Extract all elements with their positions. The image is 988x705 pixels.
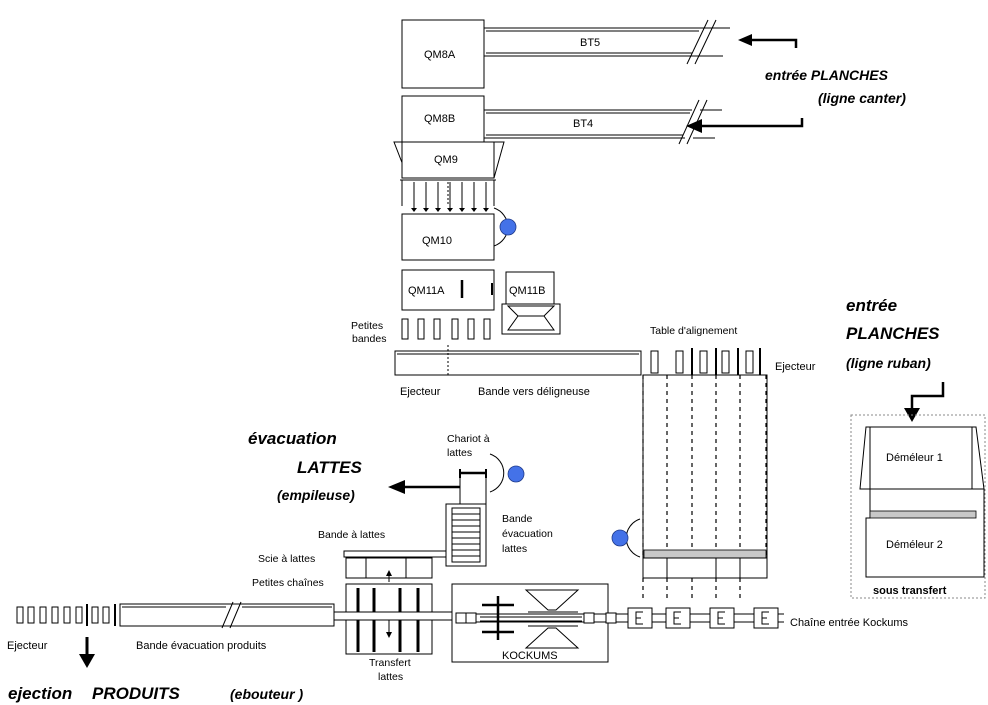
bande-a-lattes-label: Bande à lattes xyxy=(318,529,385,541)
chariot-line2: lattes xyxy=(447,447,472,459)
transfert-line1: Transfert xyxy=(369,657,411,669)
bande-evac-produits-label: Bande évacuation produits xyxy=(136,640,267,652)
petites-bandes: Petites bandes xyxy=(351,318,491,345)
bt5-label: BT5 xyxy=(580,37,600,49)
table-alignement: Table d'alignement Ejecteur xyxy=(611,325,816,598)
qm11a-box xyxy=(401,269,495,311)
qm11b-station: QM11B xyxy=(501,271,561,335)
callout-entree-ruban: entrée PLANCHES (ligne ruban) xyxy=(846,296,945,422)
operator-marker xyxy=(499,218,517,236)
table-alignement-label: Table d'alignement xyxy=(650,325,737,337)
qm8a-box xyxy=(401,19,485,89)
chariot-lattes: Chariot à lattes xyxy=(447,433,525,504)
bande-evac-line1: Bande xyxy=(502,513,533,525)
entree-ruban-line3: (ligne ruban) xyxy=(846,355,931,371)
callout-ejection: ejection PRODUITS (ebouteur ) xyxy=(8,684,303,703)
bt4-conveyor: BT4 xyxy=(483,99,722,145)
ejecteur-top-label: Ejecteur xyxy=(400,386,441,398)
evac-lattes-line1: évacuation xyxy=(248,429,337,448)
callout-evac-lattes: évacuation LATTES (empileuse) xyxy=(248,429,460,503)
qm11b-label: QM11B xyxy=(509,285,545,297)
scie-a-lattes-label: Scie à lattes xyxy=(258,553,315,565)
chariot-line1: Chariot à xyxy=(447,433,490,445)
qm8b-station: QM8B xyxy=(401,95,485,143)
operator-marker-table xyxy=(611,529,629,547)
ejection-line1: ejection xyxy=(8,684,72,703)
bande-evac-line2: évacuation xyxy=(502,528,553,540)
ejection-line3: (ebouteur ) xyxy=(230,686,303,702)
transfert-lattes: Transfert lattes xyxy=(345,583,433,683)
qm10-label: QM10 xyxy=(422,235,452,247)
demeleur2-label: Déméleur 2 xyxy=(886,539,943,551)
ejecteur-left: Ejecteur xyxy=(7,604,116,668)
qm8b-box xyxy=(401,95,485,143)
transfert-line2: lattes xyxy=(378,671,403,683)
petites-chaines-label: Petites chaînes xyxy=(252,577,324,589)
kockums-machine: KOCKUMS xyxy=(451,583,609,663)
bande-vers-deligneuse-label: Bande vers déligneuse xyxy=(478,386,590,398)
kockums-label: KOCKUMS xyxy=(502,650,558,662)
callout-entree-canter: entrée PLANCHES (ligne canter) xyxy=(765,67,906,106)
evac-lattes-line2: LATTES xyxy=(297,458,363,477)
qm10-station: QM10 xyxy=(401,207,517,261)
ejecteur-left-label: Ejecteur xyxy=(7,640,48,652)
sous-transfert-label: sous transfert xyxy=(873,585,947,597)
petites-bandes-line2: bandes xyxy=(352,333,386,345)
bande-evacuation-lattes: Bande évacuation lattes xyxy=(445,503,553,567)
bande-evac-line3: lattes xyxy=(502,543,527,555)
operator-marker-chariot xyxy=(507,465,525,483)
petites-bandes-line1: Petites xyxy=(351,320,383,332)
qm11a-station: QM11A xyxy=(401,269,495,311)
entree-ruban-line1: entrée xyxy=(846,296,897,315)
chaine-entree-kockums: Chaîne entrée Kockums xyxy=(455,607,909,629)
demeleur1-label: Déméleur 1 xyxy=(886,452,943,464)
bande-vers-deligneuse: Ejecteur Bande vers déligneuse xyxy=(394,345,642,398)
qm9-rollers xyxy=(400,179,496,212)
kockums-box xyxy=(451,583,609,663)
bt5-conveyor: BT5 xyxy=(483,19,730,65)
bt4-label: BT4 xyxy=(573,118,593,130)
qm8a-label: QM8A xyxy=(424,49,456,61)
arrow-canter-top xyxy=(738,34,798,48)
entree-ruban-line2: PLANCHES xyxy=(846,324,940,343)
bande-evacuation-produits: Bande évacuation produits xyxy=(119,601,461,652)
chaine-entree-label: Chaîne entrée Kockums xyxy=(790,617,909,629)
qm8a-station: QM8A xyxy=(401,19,485,89)
qm11a-label: QM11A xyxy=(408,285,445,297)
entree-canter-line2: (ligne canter) xyxy=(818,90,906,106)
arrow-canter-bottom xyxy=(686,118,804,133)
qm9-station: QM9 xyxy=(393,141,505,179)
demeleur-unit: Déméleur 1 Déméleur 2 sous transfert xyxy=(850,414,986,599)
ejecteur-right-label: Ejecteur xyxy=(775,361,816,373)
scie-a-lattes: Bande à lattes Scie à lattes Petites cha… xyxy=(252,529,447,589)
qm8b-label: QM8B xyxy=(424,113,455,125)
qm9-label: QM9 xyxy=(434,154,458,166)
entree-canter-line1: entrée PLANCHES xyxy=(765,67,889,83)
qm10-box xyxy=(401,213,495,261)
ejection-line2: PRODUITS xyxy=(92,684,181,703)
evac-lattes-line3: (empileuse) xyxy=(277,487,355,503)
